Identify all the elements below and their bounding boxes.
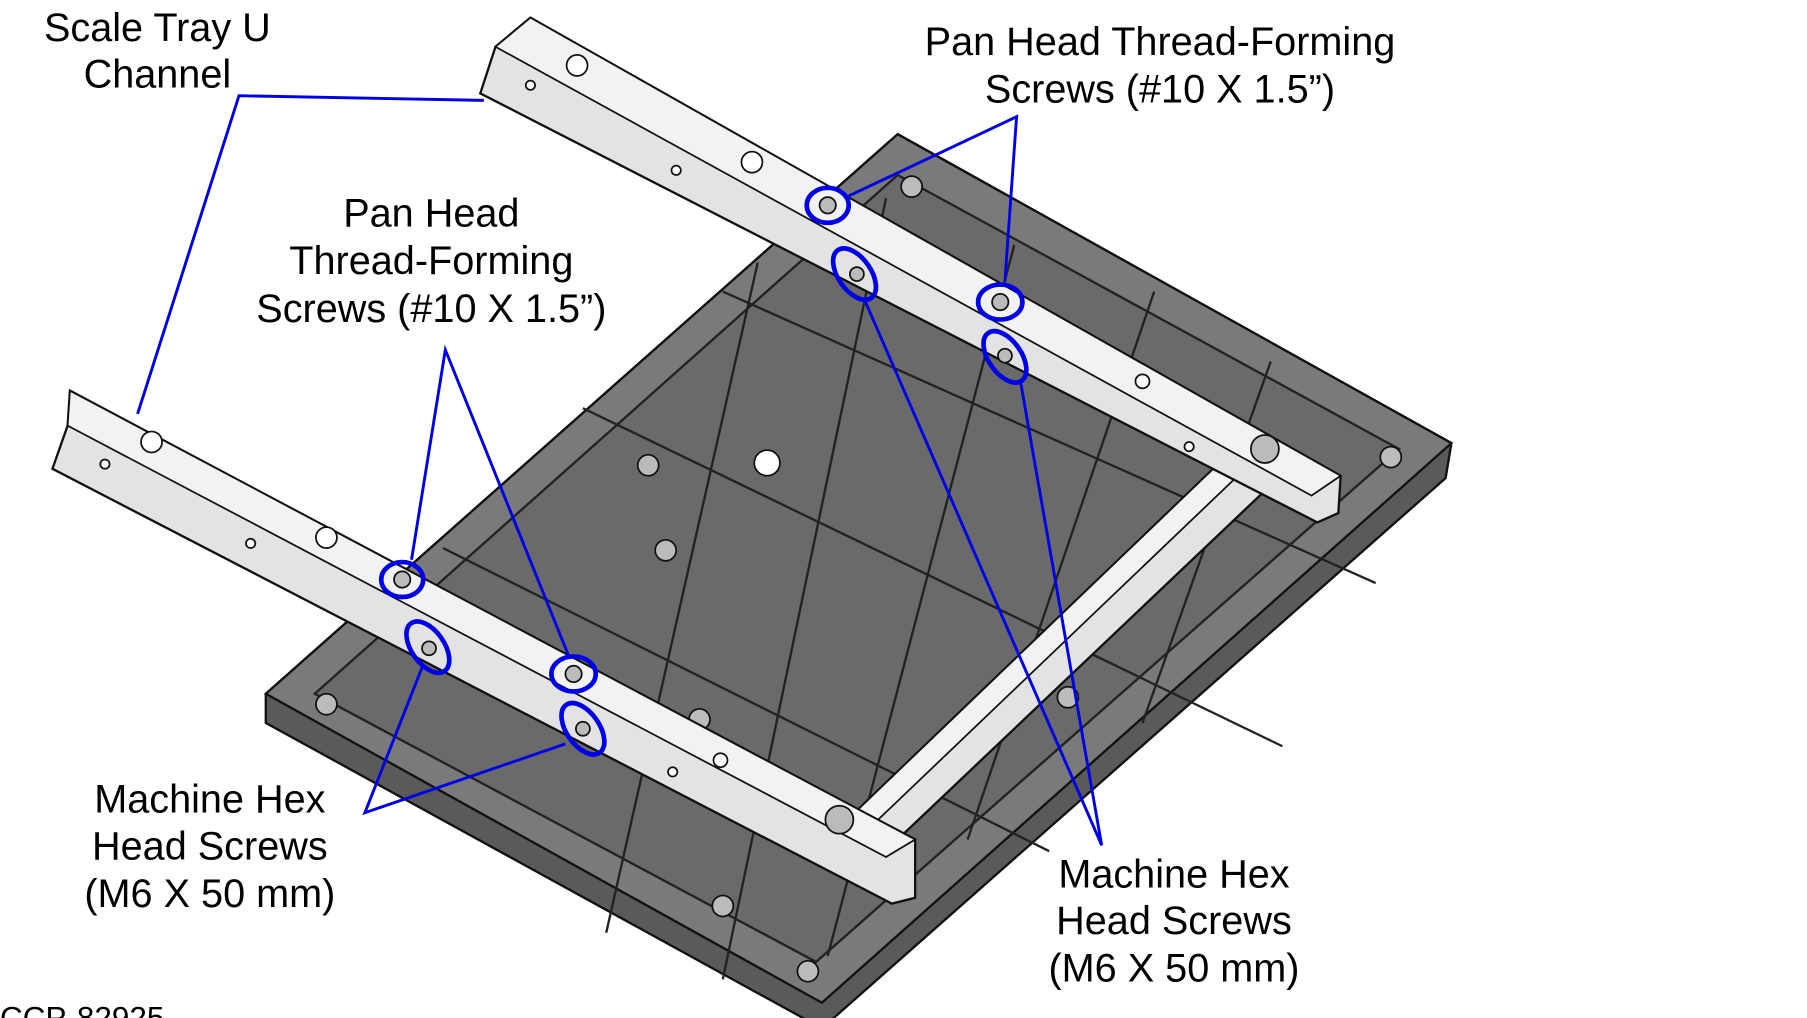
label-pan-head-mid: Pan Head Thread-Forming Screws (#10 X 1.…: [256, 191, 606, 331]
label-line: Screws (#10 X 1.5”): [985, 68, 1335, 112]
callout-leaders: [136, 94, 1104, 846]
label-hex-right: Machine Hex Head Screws (M6 X 50 mm): [1048, 852, 1299, 990]
label-line: (M6 X 50 mm): [1048, 947, 1299, 991]
label-line: Scale Tray U: [44, 6, 271, 50]
label-line: Pan Head: [343, 191, 519, 235]
label-line: Screws (#10 X 1.5”): [256, 287, 606, 331]
callout-rings: [378, 185, 1029, 757]
label-hex-left: Machine Hex Head Screws (M6 X 50 mm): [84, 778, 335, 916]
figure-code: CCP-82925: [0, 1000, 164, 1018]
label-u-channel: Scale Tray U Channel: [44, 6, 271, 97]
upper-u-channel: [478, 16, 1343, 524]
label-line: Head Screws: [1056, 899, 1292, 943]
label-line: Thread-Forming: [289, 239, 573, 283]
label-pan-head-top: Pan Head Thread-Forming Screws (#10 X 1.…: [925, 20, 1396, 112]
label-line: Channel: [84, 53, 232, 97]
label-line: Pan Head Thread-Forming: [925, 20, 1396, 64]
label-line: Machine Hex: [94, 778, 325, 822]
label-line: Machine Hex: [1058, 852, 1289, 896]
label-line: (M6 X 50 mm): [84, 872, 335, 916]
lower-u-channel: [51, 388, 917, 905]
label-line: Head Screws: [92, 824, 328, 868]
